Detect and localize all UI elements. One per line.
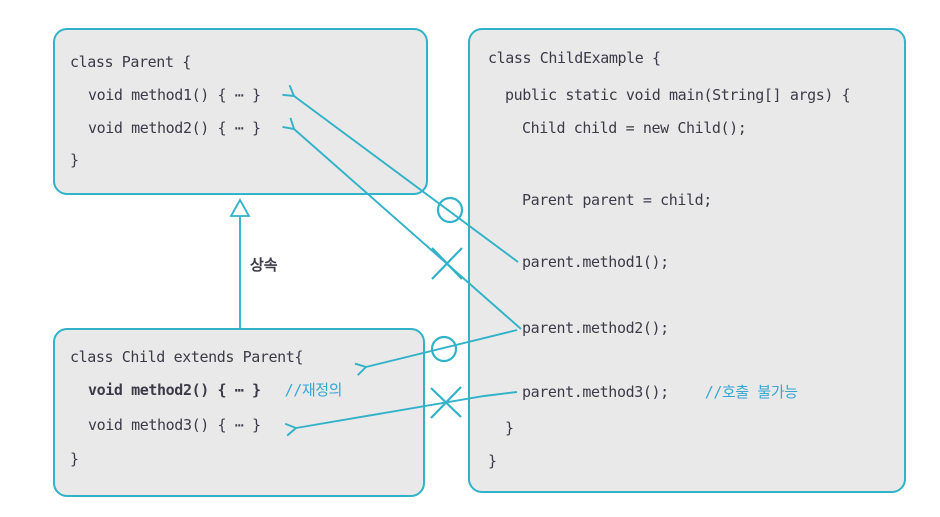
call-method1-statement: parent.method1();: [522, 253, 669, 271]
child-closing-brace: }: [70, 450, 79, 468]
blocked-x-icon-child-method3: [430, 386, 462, 419]
child-method3-line: void method3() { ⋯ }: [88, 416, 261, 434]
allowed-circle-icon-method1: [436, 196, 464, 224]
main-method-declaration: public static void main(String[] args) {: [505, 86, 851, 104]
override-comment: //재정의: [284, 381, 343, 399]
not-callable-comment: //호출 불가능: [704, 383, 798, 401]
parent-closing-brace: }: [70, 151, 79, 169]
main-closing-brace: }: [505, 419, 514, 437]
child-method2-code: void method2() { ⋯ }: [88, 381, 261, 399]
call-method3-statement: parent.method3(); //호출 불가능: [522, 383, 798, 401]
parent-assignment-statement: Parent parent = child;: [522, 191, 712, 209]
childexample-closing-brace: }: [488, 452, 497, 470]
call-method2-statement: parent.method2();: [522, 319, 669, 337]
child-class-declaration: class Child extends Parent{: [70, 348, 304, 366]
parent-method2-line: void method2() { ⋯ }: [88, 119, 261, 137]
childexample-class-declaration: class ChildExample {: [488, 49, 661, 67]
inheritance-triangle-icon: [229, 198, 251, 217]
new-child-statement: Child child = new Child();: [522, 119, 747, 137]
allowed-circle-icon-child-method2: [430, 335, 458, 363]
parent-class-declaration: class Parent {: [70, 53, 191, 71]
parent-method1-line: void method1() { ⋯ }: [88, 86, 261, 104]
child-method2-line: void method2() { ⋯ } //재정의: [88, 381, 342, 399]
inheritance-label: 상속: [250, 256, 278, 274]
childexample-class-box: [468, 28, 906, 493]
blocked-x-icon-parent-method2: [431, 247, 463, 280]
call-method3-code: parent.method3();: [522, 383, 669, 401]
